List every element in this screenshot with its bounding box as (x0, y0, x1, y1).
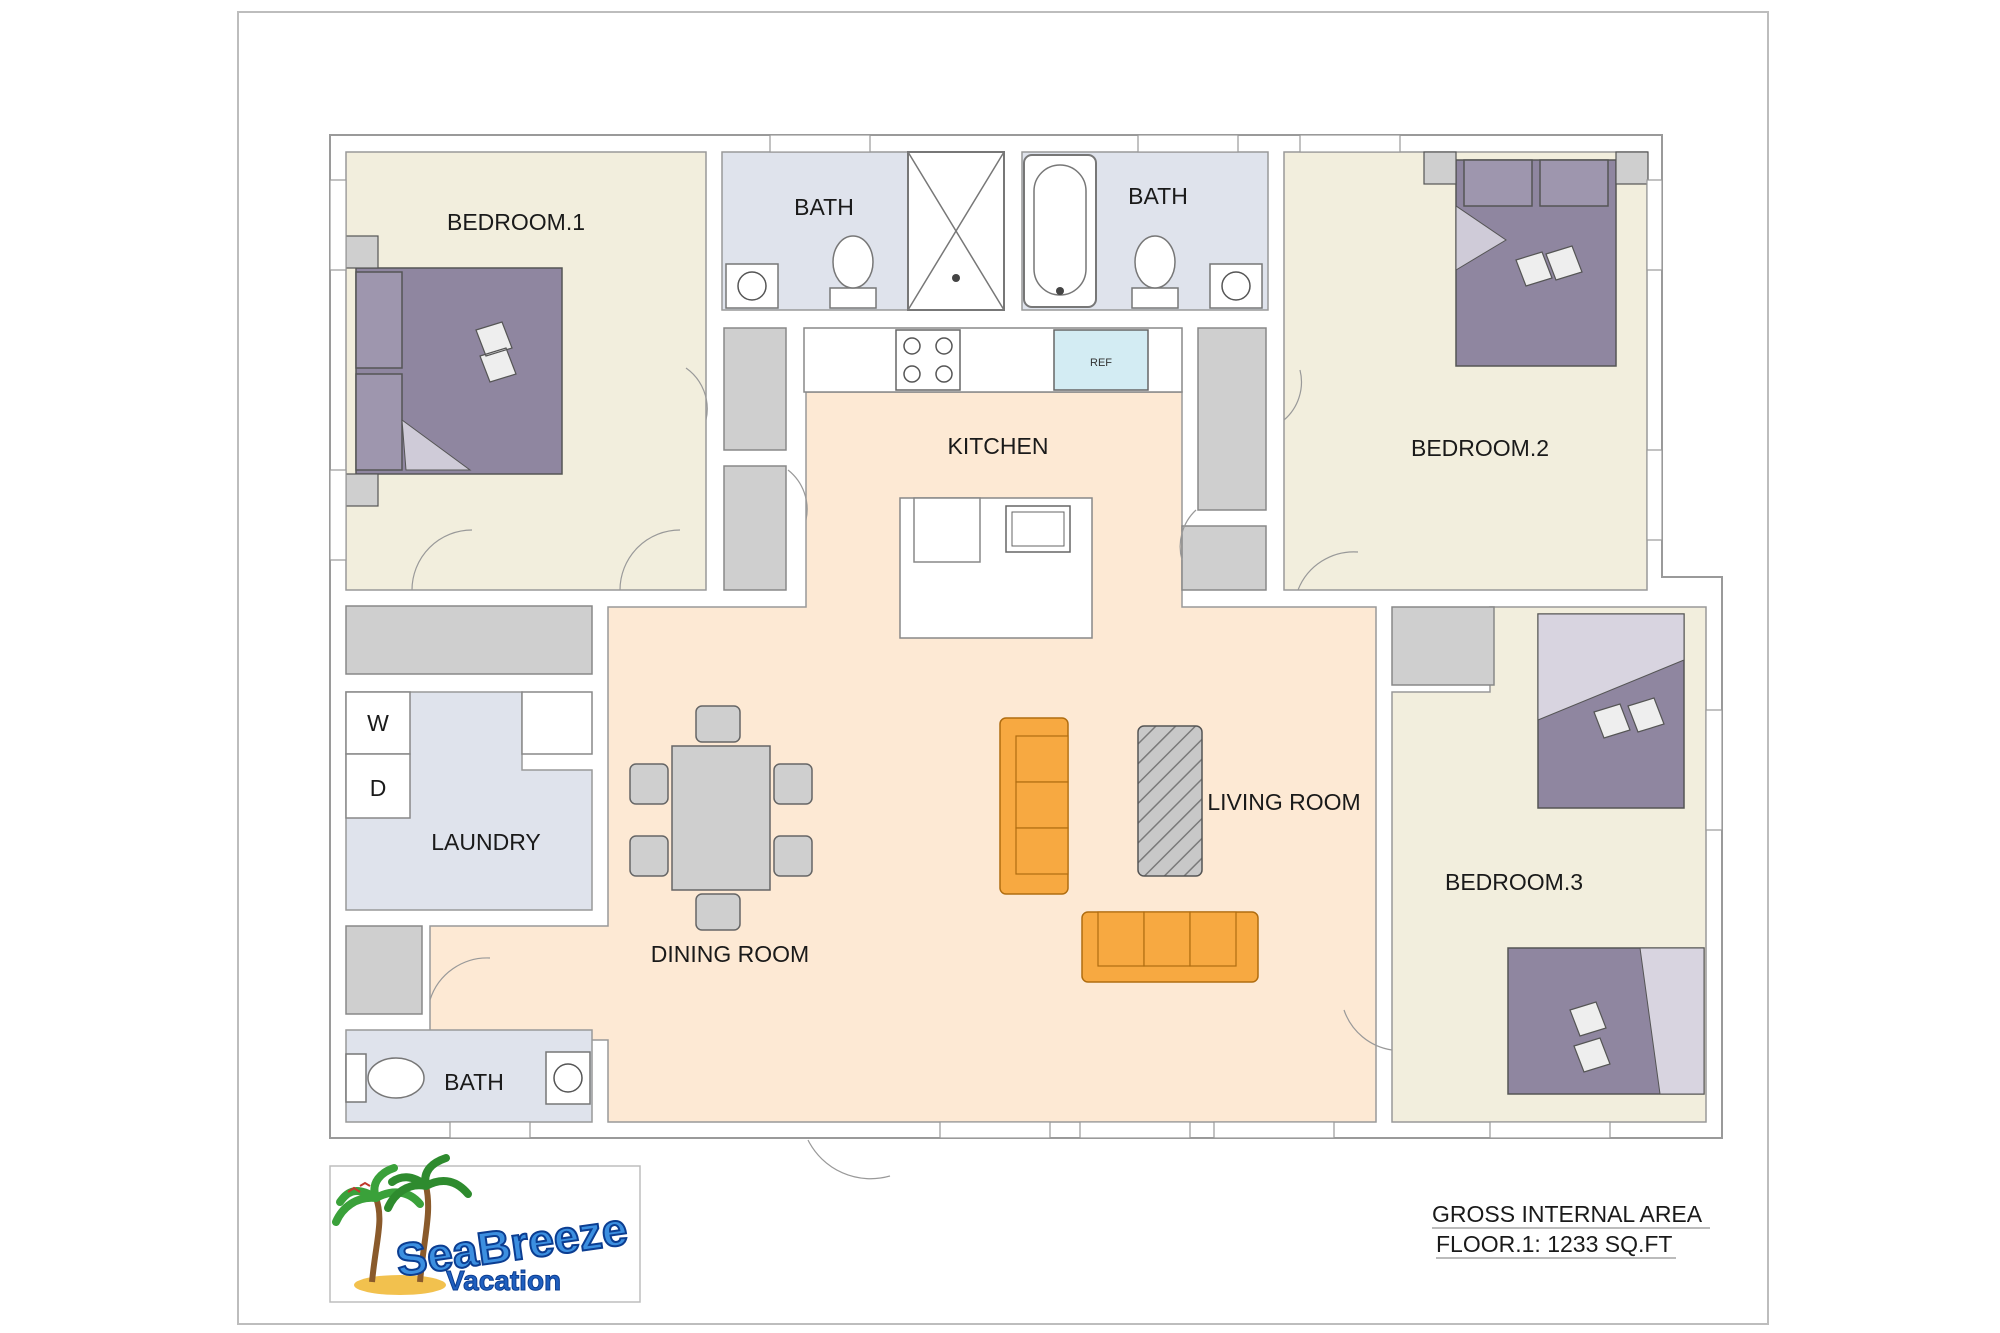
chair (629, 835, 669, 877)
nightstand-bed1-top (345, 235, 379, 269)
refrigerator (1053, 329, 1149, 391)
island-counter-block (913, 497, 981, 563)
sink-bath-bottom (545, 1051, 591, 1105)
coffee-table (1137, 725, 1203, 877)
room-label-laundry: LAUNDRY (431, 829, 541, 855)
page-frame (237, 11, 1769, 1325)
gross-area-value: FLOOR.1: 1233 SQ.FT (1436, 1231, 1672, 1257)
door-swings (411, 367, 1393, 1180)
closet-bed2-b (1181, 525, 1267, 591)
chair (773, 835, 813, 877)
room-label-bedroom-1: BEDROOM.1 (447, 209, 585, 235)
sink-bath-tl (725, 263, 779, 309)
chair (695, 893, 741, 931)
closet-hall (345, 605, 593, 675)
closet-bed1-b (723, 465, 787, 591)
sink-bath-tr (1209, 263, 1263, 309)
closet-bed2-a (1197, 327, 1267, 511)
dryer (345, 753, 411, 819)
toilet-bath-bottom (345, 1053, 367, 1103)
washer-label: W (367, 710, 389, 736)
room-label-dining-room: DINING ROOM (651, 941, 809, 967)
toilet-bath-tr (1131, 287, 1179, 309)
closet-laundry (345, 925, 423, 1015)
room-label-bedroom-2: BEDROOM.2 (1411, 435, 1549, 461)
chair (773, 763, 813, 805)
kitchen-sink (1005, 505, 1071, 553)
laundry-cabinet (521, 691, 593, 755)
closet-bed1-a (723, 327, 787, 451)
chair (695, 705, 741, 743)
logo-text-vacation: Vacation (446, 1265, 561, 1296)
toilet-bath-tl (829, 287, 877, 309)
room-label-kitchen: KITCHEN (948, 433, 1049, 459)
refrigerator-label: REF (1090, 357, 1112, 369)
closet-bed3 (1391, 606, 1495, 686)
logo: SeaBreeze Vacation (329, 1154, 641, 1303)
room-label-bedroom-3: BEDROOM.3 (1445, 869, 1583, 895)
room-label-bath-bottom: BATH (444, 1069, 504, 1095)
dining-table (671, 745, 771, 891)
nightstand-bed2-left (1423, 151, 1457, 185)
chair (629, 763, 669, 805)
stove (895, 329, 961, 391)
nightstand-bed1-bottom (345, 473, 379, 507)
room-label-bath-top-right: BATH (1128, 183, 1188, 209)
dryer-label: D (370, 775, 387, 801)
windows (329, 134, 1723, 1139)
gross-area-heading: GROSS INTERNAL AREA (1432, 1201, 1703, 1227)
nightstand-bed2-right (1615, 151, 1649, 185)
room-label-bath-top-left: BATH (794, 194, 854, 220)
room-label-living-room: LIVING ROOM (1207, 789, 1360, 815)
